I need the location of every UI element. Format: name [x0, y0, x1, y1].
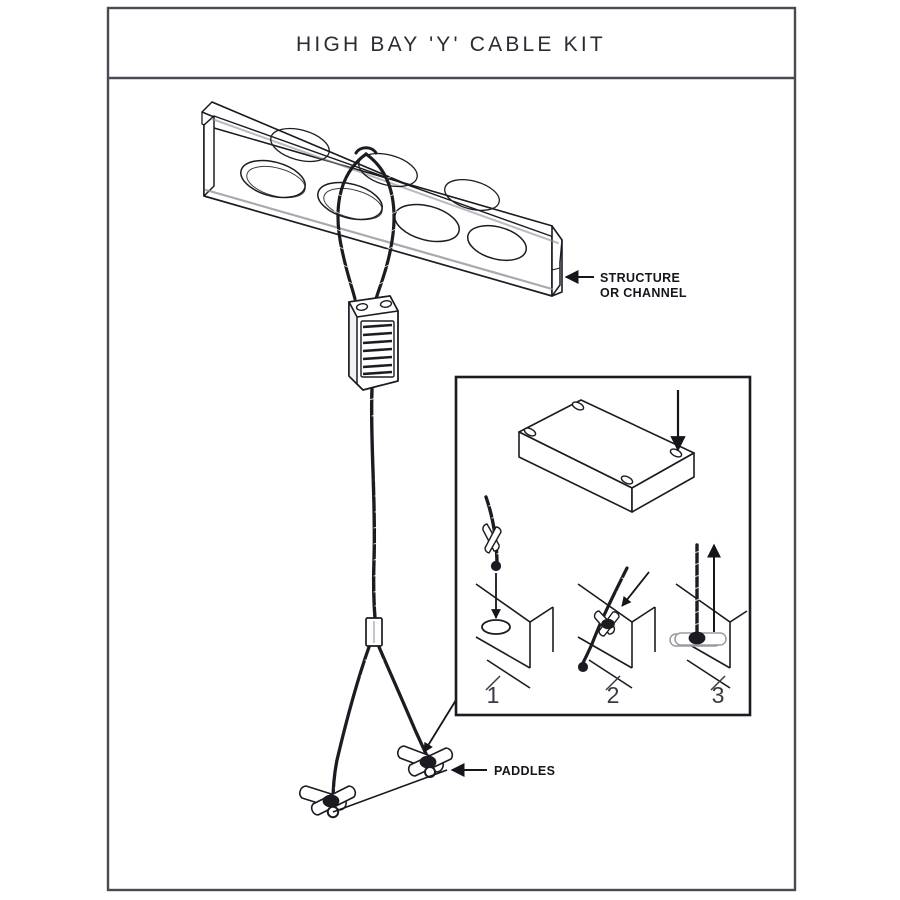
strut-channel [201, 101, 563, 297]
sheet-border [106, 6, 797, 892]
step-1-hole [481, 619, 511, 635]
cable-main-drop [368, 387, 383, 620]
detail-inset-leader [423, 699, 457, 753]
callout-paddles: PADDLES [450, 763, 555, 778]
step-2-arrow [621, 571, 650, 607]
step-number-1: 1 [487, 682, 500, 708]
detail-inset-content: 1 [475, 390, 748, 708]
step-3-illustration [669, 543, 748, 689]
page-title: HIGH BAY 'Y' CABLE KIT [296, 33, 606, 56]
callout-structure-line2: OR CHANNEL [600, 286, 687, 300]
paddle-left [299, 785, 357, 819]
channel-slots-back [270, 127, 500, 211]
gripper-ribs [362, 323, 393, 376]
step-number-3: 3 [712, 682, 725, 708]
callout-structure-or-channel: STRUCTURE OR CHANNEL [564, 270, 687, 300]
step-number-ticks [485, 675, 726, 691]
step-2-illustration [577, 566, 656, 689]
cable-leg-left [331, 645, 373, 804]
callout-paddles-label: PADDLES [494, 764, 555, 778]
cable-leg-right [375, 645, 431, 762]
cable-gripper-lock [348, 295, 399, 391]
step-1-illustration [475, 495, 554, 689]
paddle-left-leader [332, 769, 448, 813]
y-junction-ferrule [365, 617, 383, 647]
callout-structure-line1: STRUCTURE [600, 271, 680, 285]
step-number-2: 2 [607, 682, 620, 708]
cable-loop [333, 146, 399, 301]
mounting-plate [518, 399, 695, 513]
